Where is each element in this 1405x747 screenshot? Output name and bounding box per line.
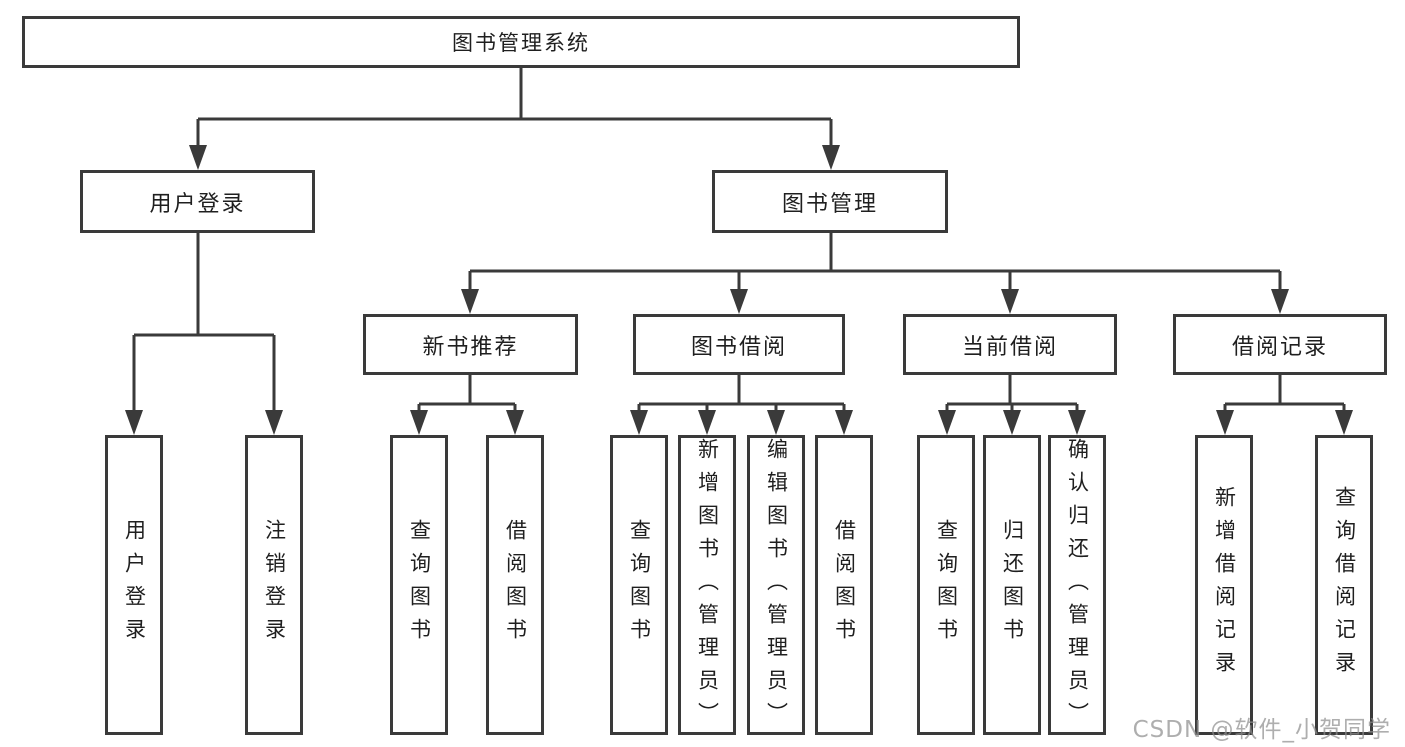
- arrowheads: [125, 145, 1353, 435]
- node-user-login: 用户登录: [80, 170, 315, 233]
- node-borrow-records: 借阅记录: [1173, 314, 1387, 375]
- leaf-query-books-3: 查询图书: [917, 435, 975, 735]
- node-current-borrow: 当前借阅: [903, 314, 1117, 375]
- node-book-borrow: 图书借阅: [633, 314, 845, 375]
- leaf-query-books-1: 查询图书: [390, 435, 448, 735]
- node-new-book-recommend: 新书推荐: [363, 314, 578, 375]
- leaf-borrow-books-2: 借阅图书: [815, 435, 873, 735]
- node-book-management: 图书管理: [712, 170, 948, 233]
- leaf-confirm-return-admin: 确认归还（管理员）: [1048, 435, 1106, 735]
- leaf-logout: 注销登录: [245, 435, 303, 735]
- leaf-user-login: 用户登录: [105, 435, 163, 735]
- leaf-query-books-2: 查询图书: [610, 435, 668, 735]
- leaf-borrow-books-1: 借阅图书: [486, 435, 544, 735]
- leaf-return-books: 归还图书: [983, 435, 1041, 735]
- leaf-edit-books-admin: 编辑图书（管理员）: [747, 435, 805, 735]
- csdn-watermark: CSDN @软件_小贺同学: [1132, 717, 1391, 743]
- node-root: 图书管理系统: [22, 16, 1020, 68]
- leaf-add-borrow-record: 新增借阅记录: [1195, 435, 1253, 735]
- leaf-add-books-admin: 新增图书（管理员）: [678, 435, 736, 735]
- leaf-query-borrow-record: 查询借阅记录: [1315, 435, 1373, 735]
